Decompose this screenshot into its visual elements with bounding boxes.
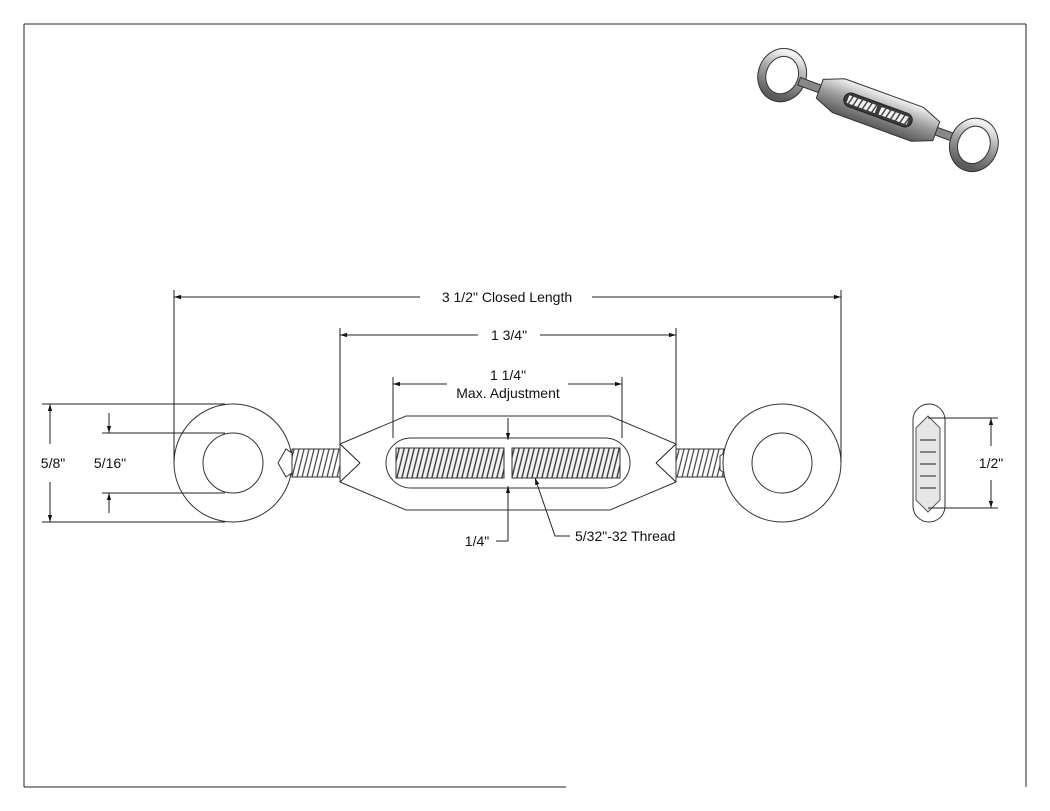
closed-length-label: 3 1/2" Closed Length (442, 289, 572, 305)
dimension-lines (42, 290, 998, 542)
eye-inner-dia-label: 5/16" (94, 455, 126, 471)
eye-outer-dia-label: 5/8" (41, 455, 65, 471)
left-threaded-shank (291, 448, 341, 478)
right-eye-hole (751, 432, 813, 494)
body-slot-label: 1/4" (465, 533, 489, 549)
left-eye-hole (202, 432, 264, 494)
body-length-label: 1 3/4" (491, 327, 527, 343)
right-threaded-shank (675, 448, 725, 478)
isometric-view (757, 47, 999, 173)
thread-label: 5/32"-32 Thread (575, 528, 675, 544)
dimension-labels: 3 1/2" Closed Length 1 3/4" 1 1/4" Max. … (41, 289, 1003, 549)
page-border (23, 23, 1027, 788)
side-width-label: 1/2" (979, 455, 1003, 471)
max-adjustment-value: 1 1/4" (490, 367, 526, 383)
side-view (912, 403, 946, 523)
max-adjustment-label: Max. Adjustment (456, 385, 560, 401)
